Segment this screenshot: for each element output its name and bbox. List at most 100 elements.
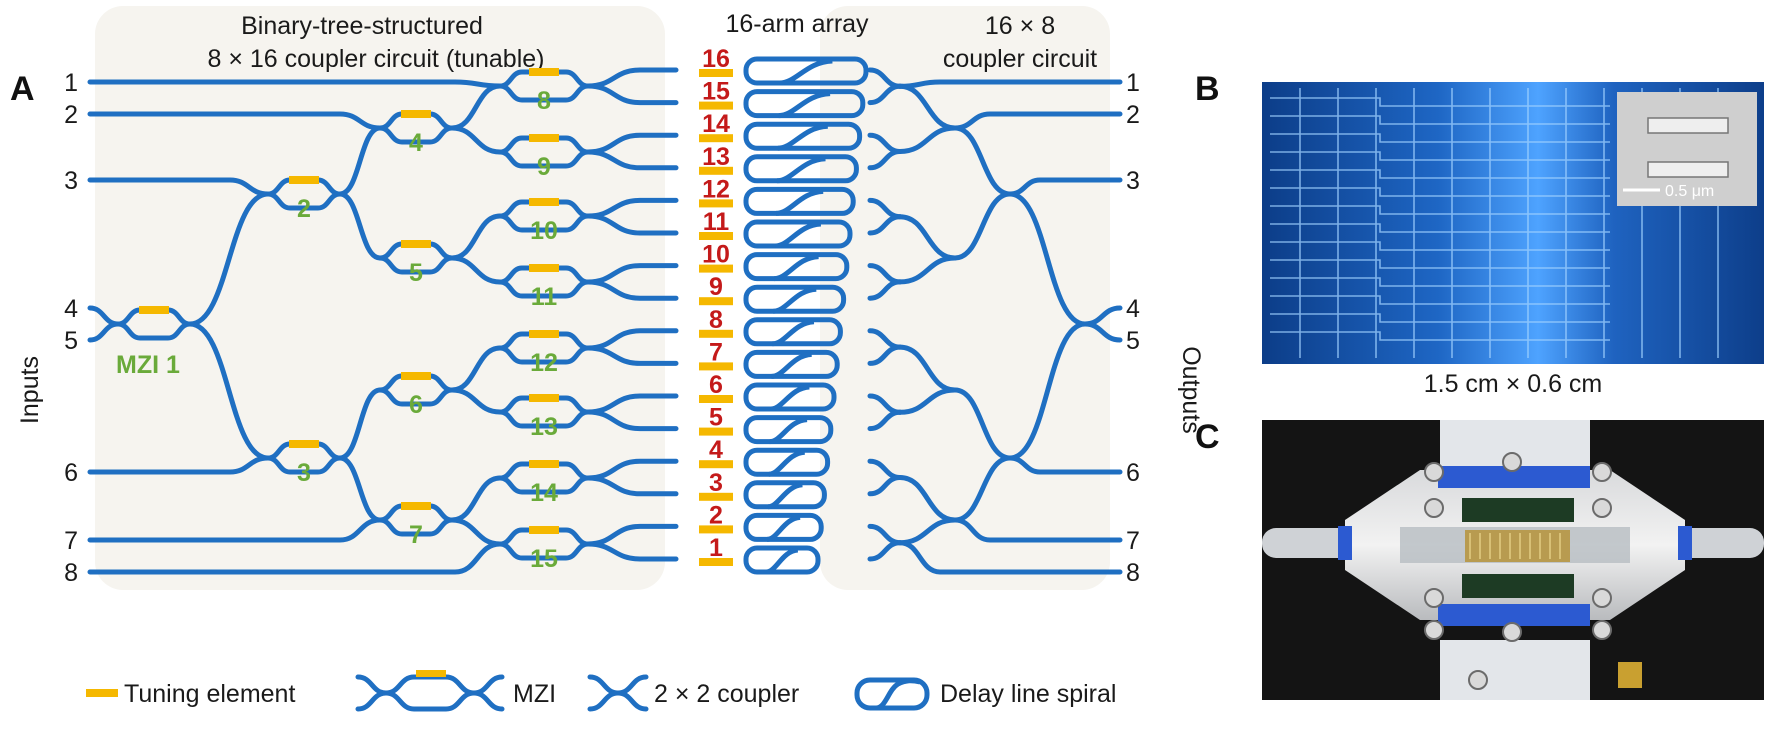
- mzi-10-lower-arm: [497, 213, 591, 233]
- arm-7-tuning: [699, 362, 733, 371]
- ribbon-bottom: [1440, 640, 1590, 700]
- output-coupler-16-in-7: [867, 344, 903, 366]
- arm-13-label: 13: [702, 143, 730, 171]
- arm-8-label: 8: [709, 306, 723, 334]
- arm-11-tuning: [699, 232, 733, 240]
- mounting-screws: [1424, 452, 1612, 690]
- screw-9: [1502, 452, 1522, 472]
- mzi-14-label: 14: [530, 479, 558, 507]
- arm-1-label: 1: [709, 534, 723, 562]
- spiral-arm-7-crossing: [771, 351, 813, 379]
- output-port-7: 7: [1126, 527, 1140, 555]
- mzi-2-tuning: [289, 176, 319, 184]
- input-1-waveguide: [87, 79, 503, 89]
- arm-12-label: 12: [702, 175, 730, 203]
- screw-3: [1424, 498, 1444, 518]
- mzi-7-input: [337, 455, 383, 523]
- spiral-arm-14: [743, 121, 863, 151]
- title-right-line1: 16 × 8: [985, 12, 1055, 40]
- arm-15-label: 15: [702, 78, 730, 106]
- blue-tape-top: [1438, 466, 1590, 488]
- output-coupler-16-in-1: [867, 540, 903, 562]
- output-coupler-16-in-15: [867, 83, 903, 106]
- mzi-5-lower-arm: [377, 255, 455, 275]
- output-7-waveguide: [952, 517, 1123, 543]
- spiral-arm-16: [743, 56, 869, 86]
- arm-14-label: 14: [702, 110, 730, 138]
- spiral-arm-13: [743, 154, 859, 184]
- mzi-1-lower-arm: [115, 321, 193, 341]
- screw-11: [1468, 670, 1488, 690]
- mzi-2-lower-arm: [265, 191, 343, 211]
- mzi-14-lower-arm: [497, 475, 591, 495]
- screw-4: [1592, 498, 1612, 518]
- arm-16-label: 16: [702, 45, 730, 73]
- output-coupler-stage3-3: [952, 387, 1013, 461]
- legend-spiral-label: Delay line spiral: [940, 680, 1116, 708]
- mzi-4-input: [337, 125, 383, 197]
- mzi-6-tuning: [401, 372, 431, 380]
- fiber-right: [1674, 528, 1764, 558]
- spiral-arm-1-crossing: [765, 547, 799, 575]
- legend-mzi-tuning: [416, 670, 446, 677]
- mzi-3-lower-arm: [265, 455, 343, 475]
- spiral-arm-16-crossing: [779, 58, 833, 86]
- input-7-waveguide: [87, 517, 383, 543]
- mzi-14-tuning: [529, 460, 559, 468]
- inputs-label: Inputs: [16, 356, 44, 424]
- input-port-2: 2: [64, 101, 78, 129]
- chip-trace: [1270, 97, 1610, 107]
- arm-13-feed: [585, 149, 679, 171]
- output-coupler-stage4-upper: [1007, 191, 1088, 327]
- sem-inset: [1617, 92, 1757, 206]
- mzi-4-lower-arm: [377, 125, 455, 145]
- chip-trace: [1270, 115, 1610, 125]
- output-1-waveguide: [897, 79, 1123, 89]
- arm-3-tuning: [699, 492, 733, 501]
- mzi-5-label: 5: [409, 259, 423, 287]
- spiral-arm-8: [743, 317, 843, 347]
- output-coupler-16-in-13: [867, 149, 903, 171]
- arm-1-tuning: [699, 558, 733, 566]
- mzi-13-lower-arm: [497, 409, 591, 429]
- mzi-1-to-2: [187, 191, 271, 327]
- sem-feature-bottom: [1647, 161, 1729, 178]
- output-coupler-16-in-5: [867, 409, 903, 432]
- arm-16-tuning: [699, 69, 733, 77]
- screw-1: [1424, 462, 1444, 482]
- arm-7-feed: [585, 345, 679, 366]
- output-port-4: 4: [1126, 295, 1140, 323]
- output-port-2: 2: [1126, 101, 1140, 129]
- panel-a-background-right: [820, 6, 1110, 590]
- output-port-1: 1: [1126, 69, 1140, 97]
- output-coupler-16-in-9: [867, 279, 903, 301]
- arm-15-tuning: [699, 101, 733, 110]
- arm-2-tuning: [699, 525, 733, 534]
- screw-6: [1592, 588, 1612, 608]
- spiral-arm-5-crossing: [769, 417, 808, 445]
- mzi-7-lower-arm: [377, 517, 455, 537]
- output-3-waveguide: [1007, 177, 1123, 197]
- output-port-5: 5: [1126, 327, 1140, 355]
- screw-7: [1424, 620, 1444, 640]
- chip-electrode-pattern: [1469, 533, 1561, 559]
- output-coupler-16-in-11: [867, 214, 903, 236]
- mzi-6-label: 6: [409, 391, 423, 419]
- chip-trace: [1270, 223, 1610, 233]
- input-port-7: 7: [64, 527, 78, 555]
- arm-5-tuning: [699, 427, 733, 436]
- spiral-arm-4: [743, 447, 831, 477]
- mzi-8-label: 8: [537, 87, 551, 115]
- output-port-6: 6: [1126, 459, 1140, 487]
- input-2-waveguide: [87, 111, 383, 131]
- mzi-5-tuning: [401, 240, 431, 248]
- output-2-waveguide: [952, 111, 1123, 131]
- spiral-arm-9-crossing: [772, 286, 817, 314]
- chip-trace: [1270, 277, 1610, 287]
- arm-13-tuning: [699, 166, 733, 175]
- spiral-arm-5: [743, 415, 834, 445]
- spiral-arm-11: [743, 219, 853, 249]
- legend: Tuning element MZI 2 × 2 coupler Delay l…: [86, 670, 1116, 712]
- arm-9-label: 9: [709, 273, 723, 301]
- pcb-top: [1462, 498, 1574, 522]
